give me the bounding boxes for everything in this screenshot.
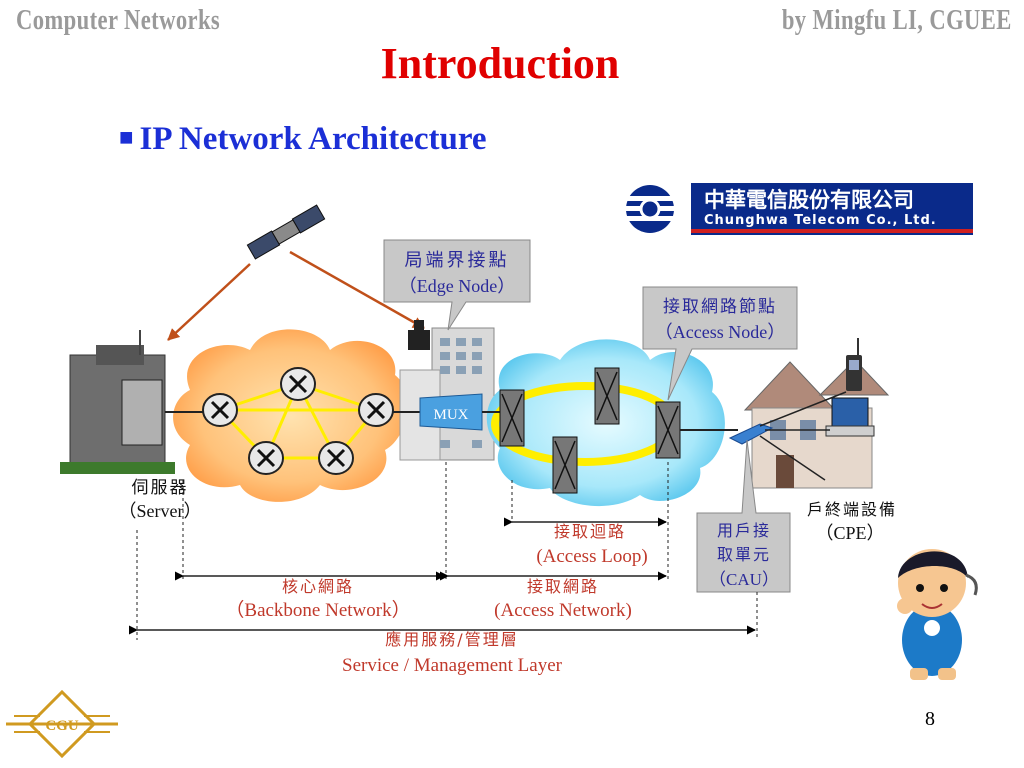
- page-number: 8: [925, 708, 935, 730]
- mascot-character-icon: [897, 549, 978, 680]
- logo-bar: [691, 183, 973, 235]
- cau-line3: （CAU）: [709, 570, 779, 589]
- header-author: by Mingfu LI, CGUEE: [782, 4, 1012, 36]
- access-network-zh: 接取網路: [527, 577, 599, 596]
- access-node-en: （Access Node）: [655, 322, 785, 342]
- callout-access-node: 接取網路節點 （Access Node）: [642, 286, 798, 401]
- mobile-phone-icon: [846, 338, 862, 391]
- server-label-en: （Server）: [119, 501, 202, 521]
- access-multiplexer-icon: [499, 367, 681, 494]
- edge-node-zh: 局端界接點: [405, 250, 510, 271]
- cgu-logo-text: CGU: [45, 718, 79, 734]
- access-loop-en: (Access Loop): [536, 546, 647, 567]
- access-network-en: (Access Network): [494, 600, 632, 621]
- subtitle-text: IP Network Architecture: [139, 121, 487, 157]
- satellite-link-server: [167, 263, 251, 341]
- chunghwa-telecom-logo: 中華電信股份有限公司 Chunghwa Telecom Co., Ltd.: [623, 183, 973, 235]
- backbone-zh: 核心網路: [282, 577, 354, 596]
- mux-label: MUX: [433, 407, 468, 423]
- callout-cau: 用戶接 取單元 （CAU）: [696, 439, 791, 593]
- slide-subtitle: ■IP Network Architecture: [119, 121, 487, 158]
- cau-line1: 用戶接: [717, 521, 771, 540]
- computer-icon: [825, 397, 875, 437]
- cpe-label-zh: 戶終端設備: [807, 500, 897, 519]
- access-loop-zh: 接取迴路: [554, 522, 626, 541]
- cau-line2: 取單元: [717, 545, 771, 564]
- header-course-title: Computer Networks: [16, 4, 221, 36]
- satellite-icon: [246, 204, 326, 260]
- edge-node-building-icon: [399, 320, 495, 461]
- service-layer-en: Service / Management Layer: [342, 655, 563, 676]
- backbone-en: （Backbone Network）: [225, 599, 410, 621]
- satellite-link-edge: [289, 250, 425, 330]
- access-node-zh: 接取網路節點: [663, 297, 777, 317]
- server-label-zh: 伺服器: [132, 478, 189, 498]
- mux-device: MUX: [419, 393, 483, 431]
- logo-english-name: Chunghwa Telecom Co., Ltd.: [704, 213, 937, 228]
- service-layer-zh: 應用服務/管理層: [385, 630, 518, 649]
- boundary-guides: [136, 462, 758, 640]
- slide-title: Introduction: [380, 39, 620, 88]
- server-building-icon: [60, 330, 175, 474]
- edge-node-en: （Edge Node）: [399, 276, 515, 296]
- cau-device-icon: [728, 423, 774, 445]
- callout-edge-node: 局端界接點 （Edge Node）: [383, 239, 531, 331]
- backbone-router-icon: [202, 367, 394, 475]
- cgu-university-logo: CGU: [6, 689, 118, 759]
- logo-chinese-name: 中華電信股份有限公司: [704, 188, 914, 212]
- bullet-icon: ■: [119, 125, 134, 151]
- cpe-label-en: （CPE）: [815, 523, 884, 543]
- chunghwa-emblem-icon: [623, 185, 677, 233]
